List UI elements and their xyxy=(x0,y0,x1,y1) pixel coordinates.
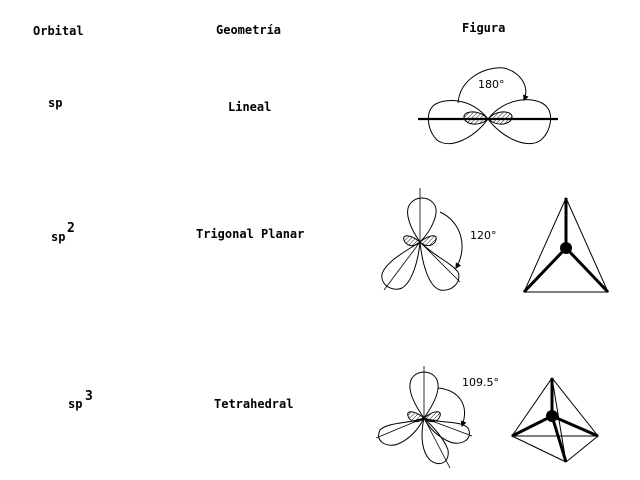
header-geometry: Geometría xyxy=(216,23,282,37)
angle-label-109-5: 109.5° xyxy=(462,376,499,389)
orbital-sp2: sp xyxy=(51,230,66,244)
angle-label-120: 120° xyxy=(470,229,497,242)
angle-arrow-180 xyxy=(457,67,529,104)
angle-arrow-120 xyxy=(439,211,463,270)
geometry-tetrahedral: Tetrahedral xyxy=(214,397,294,411)
geometry-lineal: Lineal xyxy=(228,100,272,114)
geometry-trigonal-planar: Trigonal Planar xyxy=(196,227,305,241)
angle-label-180: 180° xyxy=(478,78,505,91)
orbital-sp3: sp xyxy=(68,397,83,411)
header-orbital: Orbital xyxy=(33,24,84,38)
tetrahedral-molecule xyxy=(511,377,600,463)
orbital-sp2-exponent: 2 xyxy=(67,221,75,236)
orbital-sp: sp xyxy=(48,96,63,110)
header-figure: Figura xyxy=(462,21,506,35)
trigonal-planar-molecule xyxy=(522,196,610,294)
orbital-sp3-exponent: 3 xyxy=(85,389,93,404)
sp2-orbital-lobes xyxy=(381,188,461,291)
angle-arrow-109-5 xyxy=(437,387,467,428)
sp3-orbital-lobes xyxy=(375,366,473,469)
sp-orbital-lobes xyxy=(427,99,552,145)
